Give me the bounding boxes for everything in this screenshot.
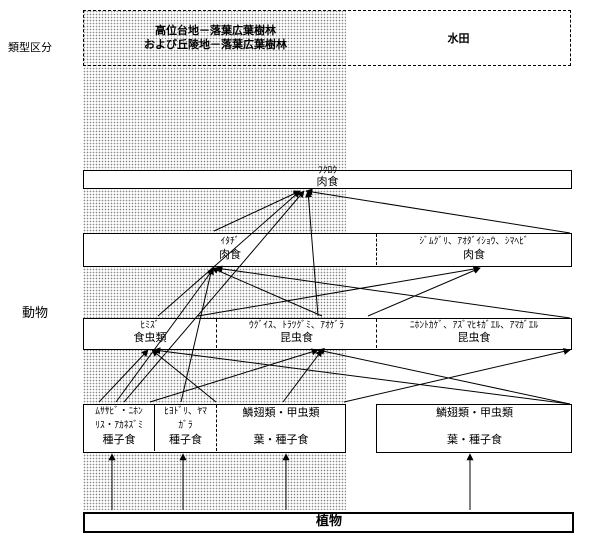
tier4-forest-box (83, 404, 346, 453)
forest-habitat-line1: 高位台地－落葉広葉樹林 (155, 24, 276, 37)
category-label: 類型区分 (8, 41, 52, 54)
arrow-birds-snakes (367, 267, 481, 317)
passerine-diet: 種子食 (169, 433, 202, 446)
weasel-name: ｲﾀﾁﾞ (220, 236, 240, 247)
snakes-diet: 肉食 (463, 248, 485, 261)
tier2-box (83, 233, 572, 267)
paddy-insects-diet: 葉・種子食 (447, 433, 502, 446)
arrow-weasel-owl (213, 190, 301, 232)
arrow-paddy-insects-mole (153, 347, 571, 405)
tier3-box (83, 318, 572, 350)
frogs-name: ﾆﾎﾝﾄｶｹﾞ、ｱｽﾞﾏﾋｷｶﾞｴﾙ、ｱﾏｶﾞｴﾙ (409, 320, 539, 331)
mole-name: ﾋﾐｽﾞ (140, 320, 160, 331)
tier3-divider-1 (216, 319, 217, 348)
arrow-passerine-mole (151, 349, 217, 403)
tier4-paddy-box (376, 404, 572, 453)
arrow-frogs-weasel (215, 265, 571, 319)
paddy-habitat-header: 水田 (347, 11, 570, 65)
snakes-name: ｼﾞﾑｸﾞﾘ、ｱｵﾀﾞｲｼｮｳ、ｼﾏﾍﾋﾞ (419, 236, 529, 247)
arrow-rodents-weasel (115, 267, 215, 403)
rodents-name-line1: ﾑｻｻﾋﾞ・ﾆﾎﾝ (95, 406, 143, 417)
arrow-rodents-birds (149, 348, 319, 403)
animals-label: 動物 (22, 306, 49, 321)
tier3-divider-2 (376, 319, 377, 348)
habitat-header: 高位台地－落葉広葉樹林 および丘陵地－落葉広葉樹林 水田 (83, 10, 571, 66)
arrow-rodents-mole (98, 349, 149, 403)
owl-diet: 肉食 (316, 175, 339, 188)
rodents-diet: 種子食 (102, 433, 136, 446)
paddy-insects-name: 鱗翅類・甲虫類 (436, 406, 513, 419)
forest-birds-name: ｳｸﾞｲｽ、ﾄﾗﾂｸﾞﾐ、ｱｵｹﾞﾗ (248, 320, 344, 331)
mole-diet: 食虫類 (133, 331, 167, 344)
arrow-rodents-owl (123, 190, 305, 403)
arrow-mole-snakes (197, 265, 481, 317)
forest-insects-name: 鱗翅類・甲虫類 (242, 406, 320, 419)
forest-habitat-line2: および丘陵地－落葉広葉樹林 (144, 38, 287, 51)
owl-name: ﾌｸﾛｳ (317, 165, 337, 176)
arrow-birds-owl (305, 190, 319, 317)
tier4-divider-1 (154, 405, 155, 451)
rodents-name-line2: ﾘｽ・ｱｶﾈｽﾞﾐ (95, 420, 143, 431)
arrow-snakes-owl (305, 188, 571, 234)
arrow-forest-insects-birds (282, 349, 323, 403)
passerine-name-line1: ﾋﾖﾄﾞﾘ、ﾔﾏ (164, 406, 207, 417)
arrow-forest-insects-frogs (343, 348, 571, 403)
plants-box (83, 512, 574, 533)
tier4-divider-2 (216, 405, 217, 451)
arrow-passerine-weasel (180, 267, 214, 403)
arrow-birds-weasel (211, 267, 323, 317)
forest-habitat-header: 高位台地－落葉広葉樹林 および丘陵地－落葉広葉樹林 (84, 11, 347, 65)
frogs-diet: 昆虫食 (457, 331, 491, 344)
forest-insects-diet: 葉・種子食 (253, 433, 309, 446)
owl-box (83, 170, 572, 189)
passerine-name-line2: ｶﾞﾗ (178, 420, 193, 431)
arrow-mole-owl (157, 190, 301, 317)
forest-birds-diet: 昆虫食 (280, 331, 313, 344)
arrow-paddy-insects-birds (317, 347, 571, 405)
tier2-divider (376, 234, 377, 265)
plants-label: 植物 (315, 514, 342, 529)
